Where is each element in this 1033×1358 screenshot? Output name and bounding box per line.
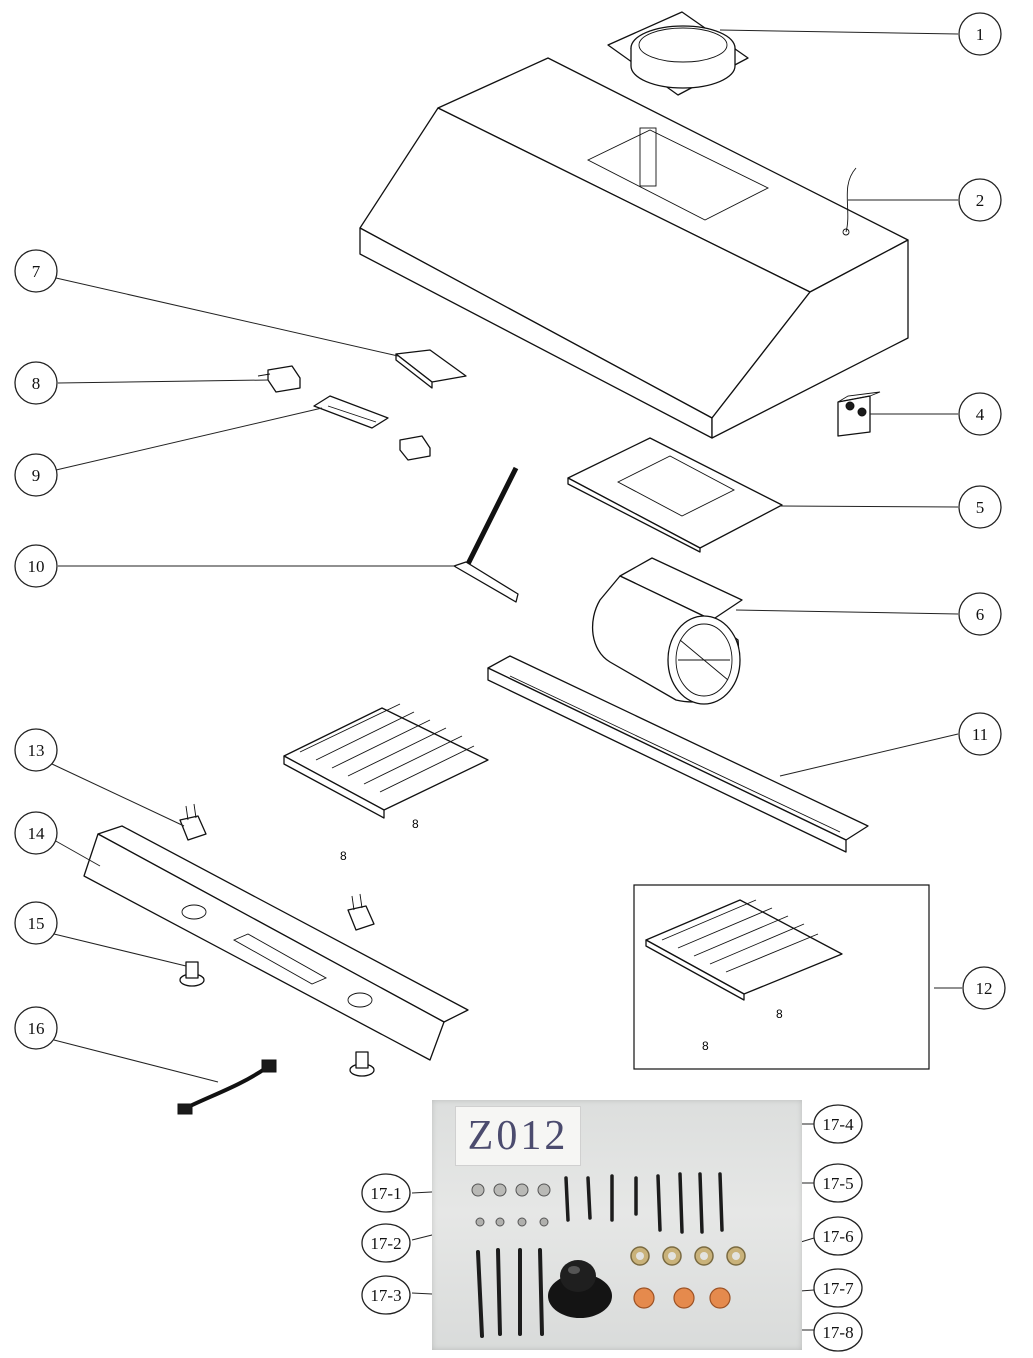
callout-10: 10 bbox=[14, 544, 58, 588]
callout-label: 11 bbox=[972, 725, 988, 744]
svg-text:8: 8 bbox=[340, 849, 347, 863]
screws-17-4-17-5 bbox=[564, 1172, 724, 1234]
callout-17-4: 17-4 bbox=[813, 1104, 863, 1144]
callout-label: 16 bbox=[28, 1019, 45, 1038]
callout-15: 15 bbox=[14, 901, 58, 945]
callout-4: 4 bbox=[958, 392, 1002, 436]
callout-label: 15 bbox=[28, 914, 45, 933]
callout-label: 1 bbox=[976, 25, 985, 44]
callout-label: 5 bbox=[976, 498, 985, 517]
callout-1: 1 bbox=[958, 12, 1002, 56]
svg-text:8: 8 bbox=[776, 1007, 783, 1021]
callout-17-6: 17-6 bbox=[813, 1216, 863, 1256]
part-filter-kit-box: 8 8 bbox=[633, 884, 930, 1070]
part-blower bbox=[591, 557, 743, 705]
part-duct-collar bbox=[607, 11, 749, 96]
callout-label: 17-2 bbox=[370, 1234, 401, 1253]
nuts-17-6 bbox=[630, 1246, 746, 1266]
callout-label: 8 bbox=[32, 374, 41, 393]
callout-14: 14 bbox=[14, 811, 58, 855]
hardware-kit-items bbox=[471, 1172, 746, 1338]
callout-17-1: 17-1 bbox=[361, 1173, 411, 1213]
callout-label: 14 bbox=[28, 824, 46, 843]
callout-label: 9 bbox=[32, 466, 41, 485]
callout-label: 10 bbox=[28, 557, 45, 576]
callout-label: 17-4 bbox=[822, 1115, 854, 1134]
callout-label: 4 bbox=[976, 405, 985, 424]
screws-17-1 bbox=[471, 1183, 551, 1197]
svg-text:8: 8 bbox=[412, 817, 419, 831]
callout-label: 17-6 bbox=[822, 1227, 853, 1246]
callout-label: 17-3 bbox=[370, 1286, 401, 1305]
callout-label: 2 bbox=[976, 191, 985, 210]
callout-13: 13 bbox=[14, 728, 58, 772]
callout-5: 5 bbox=[958, 485, 1002, 529]
part-hood-body bbox=[359, 57, 909, 439]
callout-16: 16 bbox=[14, 1006, 58, 1050]
callout-7: 7 bbox=[14, 249, 58, 293]
callout-17-8: 17-8 bbox=[813, 1312, 863, 1352]
part-bracket bbox=[837, 391, 881, 437]
callout-17-3: 17-3 bbox=[361, 1275, 411, 1315]
callout-label: 17-8 bbox=[822, 1323, 853, 1342]
callout-11: 11 bbox=[958, 712, 1002, 756]
part-cable bbox=[177, 1059, 277, 1115]
callout-6: 6 bbox=[958, 592, 1002, 636]
callout-label: 13 bbox=[28, 741, 45, 760]
part-front-rail bbox=[487, 655, 869, 853]
callout-label: 17-5 bbox=[822, 1174, 853, 1193]
callout-label: 12 bbox=[976, 979, 993, 998]
part-feet bbox=[179, 961, 375, 1077]
callout-label: 6 bbox=[976, 605, 985, 624]
part-grease-filter: 8 8 bbox=[283, 703, 489, 863]
callout-label: 17-1 bbox=[370, 1184, 401, 1203]
screws-17-2 bbox=[475, 1217, 549, 1227]
part-light-panel bbox=[395, 349, 467, 389]
part-control-board bbox=[313, 395, 389, 429]
bushings-17-7 bbox=[633, 1287, 731, 1309]
callout-2: 2 bbox=[958, 178, 1002, 222]
hardware-kit-label: Z012 bbox=[455, 1106, 581, 1166]
callout-12: 12 bbox=[962, 966, 1006, 1010]
callout-label: 17-7 bbox=[822, 1279, 854, 1298]
screws-17-3 bbox=[476, 1248, 544, 1338]
part-clips bbox=[179, 803, 375, 931]
callout-17-2: 17-2 bbox=[361, 1223, 411, 1263]
callout-8: 8 bbox=[14, 361, 58, 405]
callout-17-7: 17-7 bbox=[813, 1268, 863, 1308]
part-inner-plate bbox=[567, 437, 783, 553]
callout-label: 7 bbox=[32, 262, 41, 281]
knob-17-8 bbox=[548, 1260, 612, 1318]
part-bottom-panel bbox=[83, 825, 469, 1061]
part-rod bbox=[453, 466, 519, 603]
callout-17-5: 17-5 bbox=[813, 1163, 863, 1203]
callout-9: 9 bbox=[14, 453, 58, 497]
svg-text:8: 8 bbox=[702, 1039, 709, 1053]
